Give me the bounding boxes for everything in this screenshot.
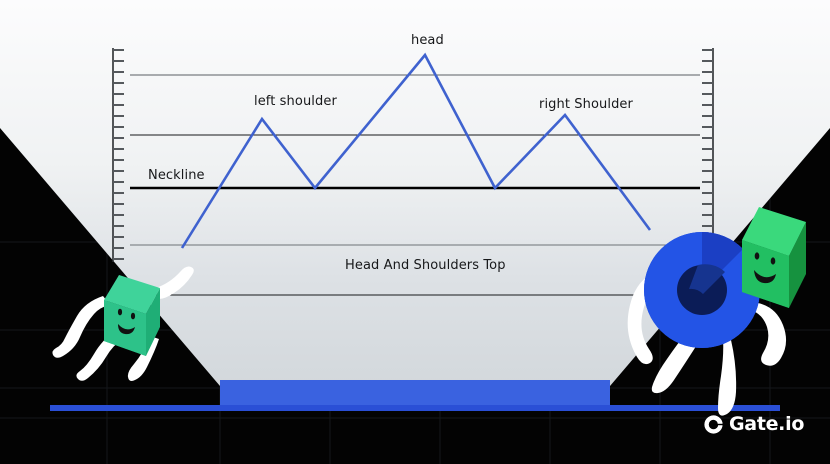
- mascot-left-face: [117, 308, 136, 335]
- right-shoulder-label: right Shoulder: [539, 97, 633, 112]
- gate-io-logo[interactable]: Gate.io: [703, 414, 804, 435]
- left-shoulder-label: left shoulder: [254, 94, 337, 109]
- pedestal-rail: [50, 405, 780, 411]
- chart-gridlines: [130, 74, 700, 296]
- pedestal-shape: [0, 0, 830, 386]
- price-line: [180, 52, 652, 249]
- head-label: head: [411, 33, 444, 48]
- gate-g-icon: [704, 415, 723, 434]
- mascot-right-cube: [742, 207, 806, 308]
- neckline-label: Neckline: [148, 168, 205, 183]
- gate-io-wordmark: Gate.io: [729, 413, 805, 435]
- mascot-right-limbs: [627, 269, 787, 416]
- mascot-right-face: [754, 252, 776, 284]
- gate-g-disc: [644, 232, 760, 348]
- mascot-left-cube: [104, 275, 160, 356]
- chart-title: Head And Shoulders Top: [345, 258, 506, 273]
- y-axis-left: [112, 48, 124, 262]
